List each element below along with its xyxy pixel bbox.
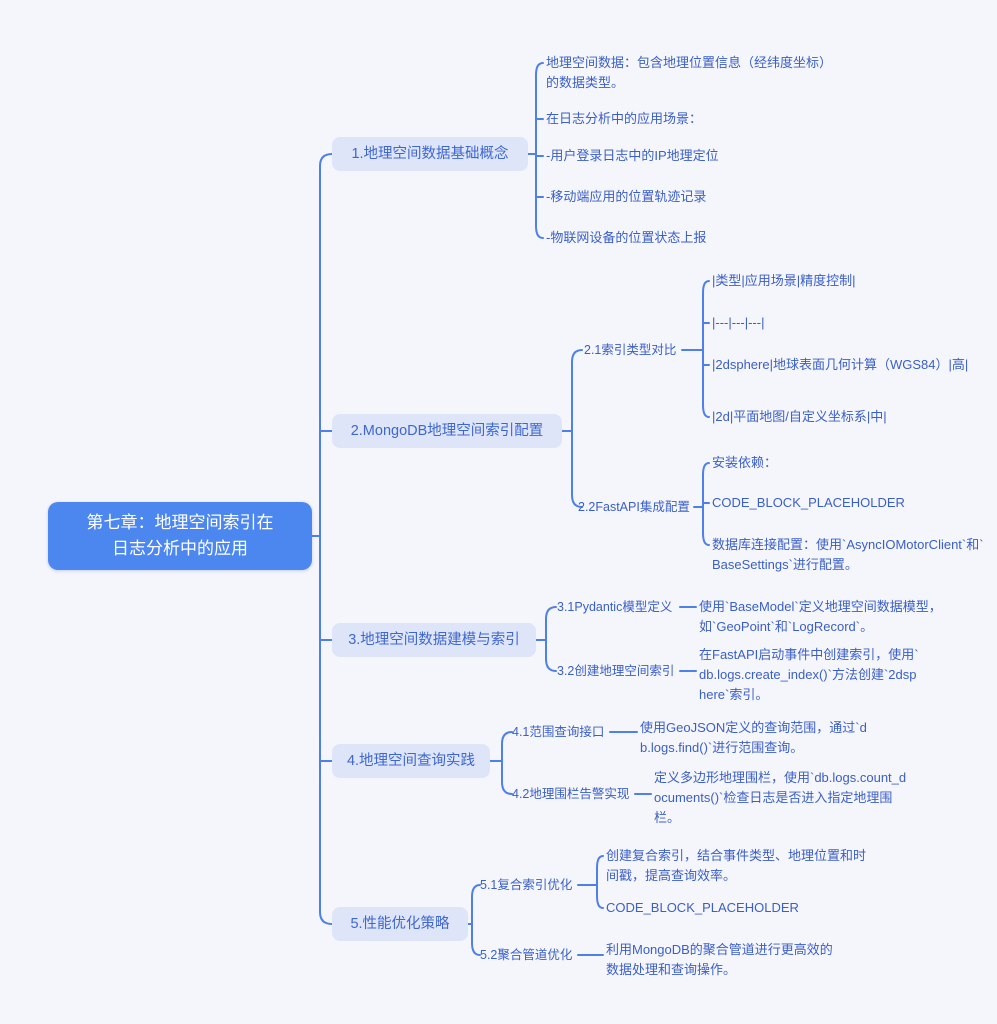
subnode-5-2[interactable]: 5.2聚合管道优化 (480, 948, 573, 962)
subnode-3-2[interactable]: 3.2创建地理空间索引 (557, 664, 675, 678)
root-node-line2: 日志分析中的应用 (112, 539, 248, 558)
root-node[interactable]: 第七章：地理空间索引在 日志分析中的应用 (48, 502, 312, 570)
branch-1-node[interactable]: 1.地理空间数据基础概念 (332, 137, 528, 171)
leaf-2-1-2[interactable]: |---|---|---| (712, 315, 765, 330)
root-node-line1: 第七章：地理空间索引在 (86, 513, 274, 532)
leaf-1-1[interactable]: 地理空间数据：包含地理位置信息（经纬度坐标）的数据类型。 (546, 55, 826, 90)
branch-5-node[interactable]: 5.性能优化策略 (332, 907, 468, 941)
leaf-1-2[interactable]: 在日志分析中的应用场景： (546, 111, 703, 126)
leaf-2-2-1[interactable]: 安装依赖： (712, 455, 778, 470)
subnode-4-2[interactable]: 4.2地理围栏告警实现 (512, 787, 630, 801)
leaf-4-2-1[interactable]: 定义多边形地理围栏，使用`db.logs.count_documents()`检… (654, 770, 907, 825)
subnode-4-1[interactable]: 4.1范围查询接口 (512, 725, 605, 739)
leaf-2-2-3[interactable]: 数据库连接配置：使用`AsyncIOMotorClient`和`BaseSett… (712, 537, 984, 572)
branch-4-node[interactable]: 4.地理空间查询实践 (332, 744, 490, 778)
branch-3-node[interactable]: 3.地理空间数据建模与索引 (332, 623, 536, 657)
leaf-2-1-3[interactable]: |2dsphere|地球表面几何计算（WGS84）|高| (712, 357, 969, 372)
leaf-2-1-4[interactable]: |2d|平面地图/自定义坐标系|中| (712, 409, 887, 424)
leaf-4-1-1[interactable]: 使用GeoJSON定义的查询范围，通过`db.logs.find()`进行范围查… (640, 720, 867, 755)
leaf-1-3[interactable]: -用户登录日志中的IP地理定位 (546, 148, 719, 163)
subnode-5-1[interactable]: 5.1复合索引优化 (480, 878, 573, 892)
leaf-5-2-1[interactable]: 利用MongoDB的聚合管道进行更高效的数据处理和查询操作。 (606, 942, 833, 977)
leaf-2-2-2[interactable]: CODE_BLOCK_PLACEHOLDER (712, 495, 905, 510)
leaf-1-5[interactable]: -物联网设备的位置状态上报 (546, 230, 707, 245)
subnode-2-1[interactable]: 2.1索引类型对比 (584, 343, 677, 357)
leaf-2-1-1[interactable]: |类型|应用场景|精度控制| (712, 273, 856, 288)
leaf-5-1-2[interactable]: CODE_BLOCK_PLACEHOLDER (606, 900, 799, 915)
leaf-3-1-1[interactable]: 使用`BaseModel`定义地理空间数据模型，如`GeoPoint`和`Log… (699, 599, 942, 634)
leaf-3-2-1[interactable]: 在FastAPI启动事件中创建索引，使用`db.logs.create_inde… (699, 647, 919, 702)
leaf-1-4[interactable]: -移动端应用的位置轨迹记录 (546, 189, 707, 204)
subnode-2-2[interactable]: 2.2FastAPI集成配置 (578, 500, 690, 514)
leaf-5-1-1[interactable]: 创建复合索引，结合事件类型、地理位置和时间戳，提高查询效率。 (606, 848, 867, 883)
subnode-3-1[interactable]: 3.1Pydantic模型定义 (557, 600, 673, 614)
branch-2-node[interactable]: 2.MongoDB地理空间索引配置 (332, 414, 562, 448)
